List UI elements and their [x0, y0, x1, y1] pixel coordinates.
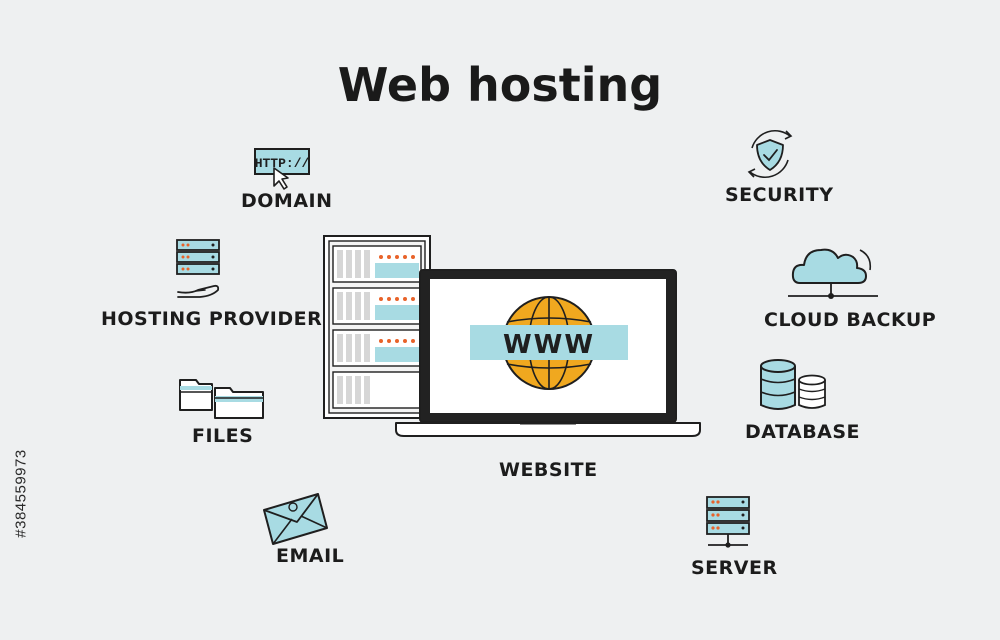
label-files: FILES	[192, 425, 254, 447]
label-database: DATABASE	[745, 421, 861, 443]
http-text: HTTP://	[255, 156, 310, 171]
http-domain-icon: HTTP://	[254, 148, 310, 190]
page-title: Web hosting	[337, 58, 663, 112]
hosting-provider-icon	[176, 239, 220, 298]
database-icon	[760, 359, 826, 410]
security-shield-icon	[747, 129, 793, 179]
globe-icon: WWW	[470, 296, 628, 390]
label-website: WEBSITE	[499, 459, 598, 481]
side-id-strip: #384559973	[6, 400, 36, 600]
email-icon	[263, 493, 328, 545]
label-hosting-provider: HOSTING PROVIDER	[101, 308, 323, 330]
label-server: SERVER	[691, 557, 778, 579]
label-cloud-backup: CLOUD BACKUP	[764, 309, 937, 331]
server-rack-icon	[323, 235, 431, 419]
server-icon	[706, 496, 750, 548]
www-text: WWW	[503, 330, 595, 360]
files-icon	[179, 379, 264, 419]
label-security: SECURITY	[725, 184, 834, 206]
label-domain: DOMAIN	[241, 190, 333, 212]
cloud-backup-icon	[788, 248, 878, 299]
label-email: EMAIL	[276, 545, 345, 567]
side-id-text: #384559973	[12, 449, 30, 538]
